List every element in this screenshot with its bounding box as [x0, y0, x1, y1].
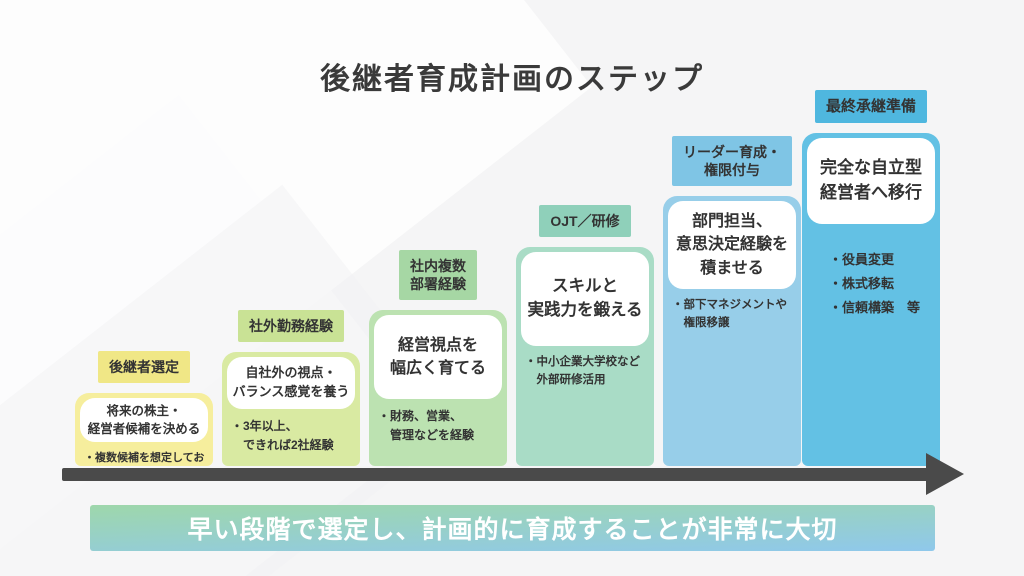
step-body: スキルと 実践力を鍛える ・中小企業大学校など 外部研修活用 [516, 247, 654, 466]
step-main-box: 経営視点を 幅広く育てる [374, 315, 502, 399]
step-bullets: ・中小企業大学校など 外部研修活用 [525, 356, 640, 386]
step-body: 将来の株主・ 経営者候補を決める ・複数候補を想定しておく [75, 393, 213, 481]
step-label-chip: 後継者選定 [98, 350, 190, 383]
step-label-chip: 最終承継準備 [814, 89, 927, 123]
step-main-box: 完全な自立型 経営者へ移行 [807, 138, 935, 224]
timeline-arrow-bar [62, 468, 928, 481]
step-body: 経営視点を 幅広く育てる ・財務、営業、 管理などを経験 [369, 310, 507, 466]
key-message-text: 早い段階で選定し、計画的に育成することが非常に大切 [187, 516, 838, 544]
step-column-5: リーダー育成・ 権限付与 部門担当、 意思決定経験を 積ませる ・部下マネジメン… [663, 135, 801, 466]
step-column-6: 最終承継準備 完全な自立型 経営者へ移行 ・役員変更 ・株式移転 ・信頼構築 等 [802, 89, 940, 466]
step-main-box: 部門担当、 意思決定経験を 積ませる [668, 201, 796, 289]
step-label-chip: 社内複数 部署経験 [399, 249, 477, 300]
step-bullets: ・3年以上、 できれば2社経験 [231, 419, 334, 452]
key-message-banner: 早い段階で選定し、計画的に育成することが非常に大切 [90, 505, 935, 551]
step-main-box: 将来の株主・ 経営者候補を決める [80, 398, 208, 442]
step-label-chip: OJT／研修 [539, 204, 631, 237]
step-body: 部門担当、 意思決定経験を 積ませる ・部下マネジメントや 権限移譲 [663, 196, 801, 466]
step-body: 完全な自立型 経営者へ移行 ・役員変更 ・株式移転 ・信頼構築 等 [802, 133, 940, 466]
step-label-chip: 社外勤務経験 [238, 309, 344, 342]
step-bullets: ・役員変更 ・株式移転 ・信頼構築 等 [829, 252, 921, 316]
step-body: 自社外の視点・ バランス感覚を養う ・3年以上、 できれば2社経験 [222, 352, 360, 466]
step-bullets: ・財務、営業、 管理などを経験 [378, 409, 475, 442]
step-bullets: ・部下マネジメントや 権限移譲 [672, 299, 787, 329]
step-main-box: 自社外の視点・ バランス感覚を養う [227, 357, 355, 409]
step-label-chip: リーダー育成・ 権限付与 [672, 135, 792, 186]
slide-title: 後継者育成計画のステップ [320, 63, 704, 97]
timeline-arrow-head [926, 453, 964, 495]
step-column-4: OJT／研修 スキルと 実践力を鍛える ・中小企業大学校など 外部研修活用 [516, 204, 654, 466]
step-column-3: 社内複数 部署経験 経営視点を 幅広く育てる ・財務、営業、 管理などを経験 [369, 249, 507, 466]
step-main-box: スキルと 実践力を鍛える [521, 252, 649, 346]
step-column-2: 社外勤務経験 自社外の視点・ バランス感覚を養う ・3年以上、 できれば2社経験 [222, 309, 360, 466]
step-column-1: 後継者選定 将来の株主・ 経営者候補を決める ・複数候補を想定しておく [75, 350, 213, 481]
